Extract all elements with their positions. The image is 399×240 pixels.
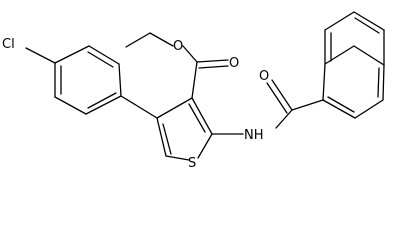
carbonyl-oxygen-label: O xyxy=(229,56,239,71)
amide-oxygen-label: O xyxy=(259,69,269,84)
naphthalene-rings xyxy=(322,11,385,119)
ester-group xyxy=(182,45,229,99)
chlorine-atom-label: Cl xyxy=(2,37,15,52)
ethyl-group xyxy=(125,32,174,48)
thiophene-ring xyxy=(156,97,213,161)
chlorophenyl-ring xyxy=(25,45,158,119)
thiophene-sulfur-label: S xyxy=(188,156,196,171)
amide-group xyxy=(211,79,324,135)
chemical-structure-diagram: Cl O O O NH S xyxy=(2,11,385,171)
amide-nitrogen-label: NH xyxy=(244,128,264,143)
ester-oxygen-label: O xyxy=(173,39,183,54)
